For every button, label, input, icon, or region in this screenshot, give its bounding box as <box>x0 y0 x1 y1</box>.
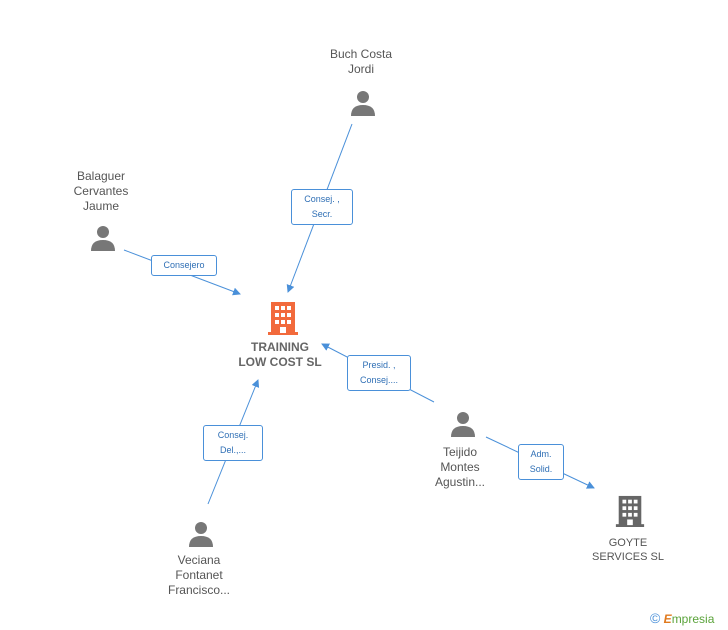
empresia-logo[interactable]: © Empresia <box>650 610 714 626</box>
company-goyte-name-line2: SERVICES SL <box>592 551 664 563</box>
person-balaguer-name-line2: Cervantes <box>73 184 129 198</box>
relation-veciana-line2: Del.,... <box>219 445 246 455</box>
building-icon[interactable] <box>614 494 646 528</box>
person-buch-name-line2: Jordi <box>347 62 374 76</box>
building-icon-main[interactable] <box>266 300 300 336</box>
relation-badge-veciana[interactable]: Consej. Del.,... <box>203 425 263 461</box>
relation-badge-teijido[interactable]: Presid. , Consej.... <box>347 355 411 391</box>
person-balaguer-name-line1: Balaguer <box>76 169 126 183</box>
person-teijido-name-line3: Agustin... <box>434 475 486 489</box>
person-buch-label: Buch Costa Jordi <box>301 47 421 77</box>
person-veciana-name-line2: Fontanet <box>175 568 223 582</box>
person-veciana-label: Veciana Fontanet Francisco... <box>139 553 259 598</box>
person-teijido-label: Teijido Montes Agustin... <box>400 445 520 490</box>
person-teijido-name-line2: Montes <box>440 460 480 474</box>
person-icon[interactable] <box>449 410 477 438</box>
company-goyte-label[interactable]: GOYTE SERVICES SL <box>568 536 688 564</box>
company-goyte-name-line1: GOYTE <box>608 537 648 549</box>
person-balaguer-name-line3: Jaume <box>82 199 120 213</box>
relation-teijido-line2: Consej.... <box>359 375 399 385</box>
brand-name: mpresia <box>671 612 715 626</box>
person-balaguer-label: Balaguer Cervantes Jaume <box>41 169 161 214</box>
relation-badge-buch[interactable]: Consej. , Secr. <box>291 189 353 225</box>
company-training-name-line1: TRAINING <box>251 340 309 354</box>
person-icon[interactable] <box>187 520 215 548</box>
company-training-label[interactable]: TRAINING LOW COST SL <box>220 340 340 370</box>
person-buch-name-line1: Buch Costa <box>329 47 393 61</box>
relation-veciana-line1: Consej. <box>217 430 249 440</box>
relation-goyte-line2: Solid. <box>529 464 553 474</box>
company-training-name-line2: LOW COST SL <box>238 355 322 369</box>
copyright-icon: © <box>650 610 661 626</box>
relation-buch-line1: Consej. , <box>304 194 340 204</box>
relation-buch-line2: Secr. <box>311 209 333 219</box>
person-veciana-name-line3: Francisco... <box>167 583 230 597</box>
brand-initial: E <box>663 612 672 626</box>
relation-balaguer-line1: Consejero <box>163 260 205 270</box>
relation-badge-goyte[interactable]: Adm. Solid. <box>518 444 564 480</box>
person-icon[interactable] <box>349 89 377 117</box>
person-veciana-name-line1: Veciana <box>177 553 221 567</box>
relation-goyte-line1: Adm. <box>530 449 552 459</box>
relation-badge-balaguer[interactable]: Consejero <box>151 255 217 276</box>
person-teijido-name-line1: Teijido <box>442 445 478 459</box>
person-icon[interactable] <box>89 224 117 252</box>
relation-teijido-line1: Presid. , <box>362 360 396 370</box>
